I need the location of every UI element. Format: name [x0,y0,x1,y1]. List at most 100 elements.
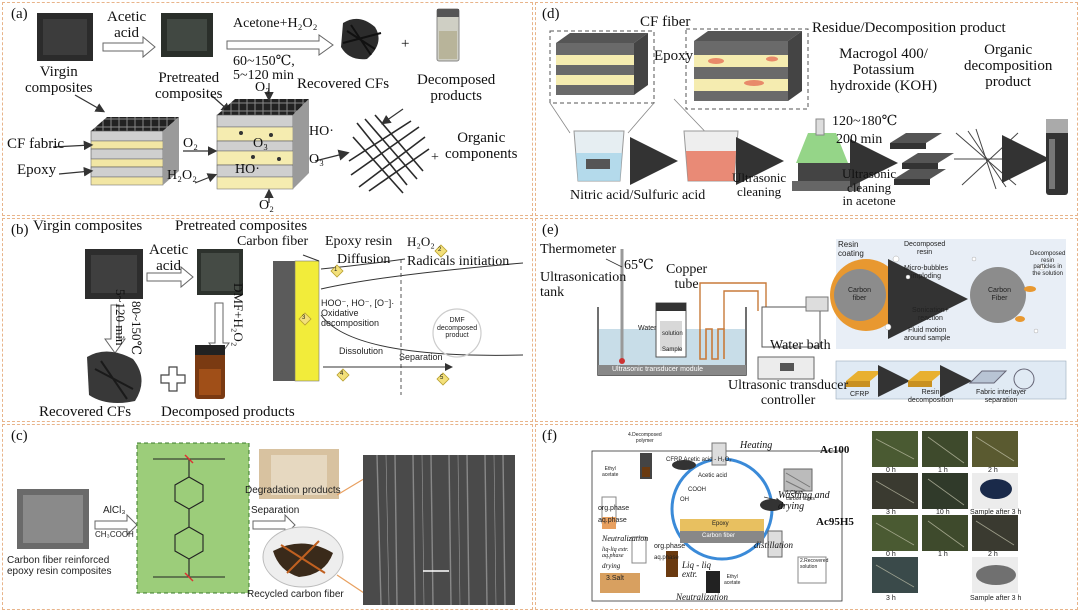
conditions-arrow [226,34,334,56]
panel-a-label: (a) [11,6,28,22]
o3-top-label: O₃ [255,80,270,95]
ethyl-acetate-1: Ethyl acetate [602,466,619,478]
cf-laminate-closeup [556,33,648,95]
o3-mid-label: O₃ [253,136,268,151]
cond-time-b: 5~120 min [113,289,128,346]
acetic-acid-f: Acetic acid [698,473,728,479]
liq-extr-label: Liq - liq extr. [682,560,712,580]
org-phase-1: org.phase [598,505,630,512]
epoxy-label-f: Epoxy [712,521,729,527]
thermometer-label: Thermometer [540,242,617,257]
sem-fibers [376,454,506,606]
recovered-solution-vial [797,556,827,584]
solution-label: solution [662,331,683,337]
water-bath-label: Water bath [770,338,831,353]
decomposed-products-b: Decomposed products [161,404,295,420]
marker-1: 1 [334,267,338,273]
salt-photo [600,573,640,593]
acetic-acid-arrow [102,35,156,59]
separation-label: Separation [399,352,443,362]
recovered-fibers-d [954,128,1024,190]
time-label-d: 200 min [836,132,883,147]
panel-f: (f) 4.Decomposed polymer CFRP Acetic aci… [535,424,1078,610]
recycled-carbon-fiber-label: Recycled carbon fiber [247,589,344,600]
resin-decomposition-label: Resin decomposition [908,389,954,404]
ac95-label: Ac95H5 [816,516,854,528]
decomposed-products-label: Decomposed products [417,72,496,104]
oh-label: OH [680,497,689,503]
ultra-tank-label: Ultrasonication tank [540,270,627,300]
recovered-cfs-label: Recovered CFs [297,76,390,92]
controller-label: Ultrasonic transducer controller [728,378,849,408]
dissolution-label: Dissolution [339,346,384,356]
t-row1-2: 2 h [988,467,998,474]
conditions-temp-label: 60~150℃, [233,54,295,69]
pretreated-composites-label: Pretreated composites [155,70,223,102]
t-row3-2: 2 h [988,551,998,558]
resin-coating-label: Resin coating [838,240,864,258]
aq-phase-1: aq.phase [598,517,627,524]
o2-left-label: O₂ [183,136,198,151]
sonication-label: Sonication+ reaction [912,307,949,322]
virgin-composite-block [90,117,179,186]
decomposed-resin-label: Decomposed resin [904,241,946,256]
carbon-fiber-label-e1: Carbon fiber [848,287,871,302]
dmf-product-label: DMF decomposed product [437,317,478,340]
step-markers [298,244,450,386]
recovered-fibers-bundle [348,114,430,194]
nitric-label: Nitric acid/Sulfuric acid [570,188,706,203]
cfrp-reagent-label: CFRP Acetic acid - H₂O₂ [666,457,732,463]
heating-label: Heating [740,440,773,451]
carbon-fiber-label-e2: Carbon Fiber [988,287,1011,302]
washing-label: Washing and drying [778,490,830,512]
degradation-products-label: Degradation products [245,485,341,496]
marker-2: 2 [438,247,442,253]
panel-a-graphics [37,8,460,203]
fluid-motion-label: Fluid motion around sample [904,327,951,342]
ultrasonic-cleaning-2: Ultrasonic cleaning in acetone [842,166,897,209]
panel-b: (b) Virgin composites Pretreated composi… [2,218,533,422]
o3-right-label: O₃ [309,152,324,167]
panel-e: (e) Thermometer 65℃ Ultrasonication tank… [535,218,1078,422]
panel-b-graphics [85,244,524,403]
chemical-structure-box [136,442,250,594]
cfrp-label: CFRP [850,391,870,398]
epoxy-label: Epoxy [17,162,57,178]
t-row4-0: 3 h [886,595,896,602]
recovered-solution-label: 2.Recovered solution [800,558,829,570]
panel-c: (c) AlCl₃ CH₃COOH Carbon fiber reinforce… [2,424,533,610]
marker-5: 5 [440,375,444,381]
radicals-label: Radicals initiation [407,254,510,269]
fabric-separation-label: Fabric interlayer separation [976,389,1027,404]
ethyl-acetate-2: Ethyl acetate [724,574,741,586]
sem-image [363,455,515,605]
resin-particles-label: Decomposed resin particles in the soluti… [1030,251,1066,277]
conditions-reagent-label: Acetone+H₂O₂ [233,16,318,31]
marker-4: 4 [340,371,344,377]
virgin-composites-label: Virgin composites [25,64,93,96]
salt-label: 3.Salt [606,575,624,582]
cf-fiber-label: CF fiber [640,14,691,30]
acetic-acid-label: Acetic acid [107,9,147,41]
micro-bubbles-label: Micro-bubbles imploding [904,265,948,280]
panel-c-graphics [17,442,515,606]
carbon-fiber-bar [273,261,295,381]
ultrasonic-cleaning-1: Ultrasonic cleaning [732,170,787,199]
ac100-label: Ac100 [820,444,850,456]
cf-fabric-label: CF fabric [7,136,65,152]
panel-c-label: (c) [11,428,28,444]
carbon-fiber-label-b: Carbon fiber [237,234,309,249]
org-phase-2: org.phase [654,543,686,550]
t-row3-1: 1 h [938,551,948,558]
composite-caption: Carbon fiber reinforced epoxy resin comp… [7,555,112,577]
organic-components-label: Organic components [445,130,518,162]
diffusion-label: Diffusion [337,252,391,267]
panel-e-label: (e) [542,222,559,238]
panel-f-graphics [591,431,1018,602]
neutralization-1: Neutralization [602,534,649,543]
epoxy-resin-label-b: Epoxy resin [325,234,393,249]
panel-e-graphics [597,239,1067,400]
decomposed-polymer-label: 4.Decomposed polymer [628,432,662,444]
conditions-time-label: 5~120 min [233,68,294,83]
